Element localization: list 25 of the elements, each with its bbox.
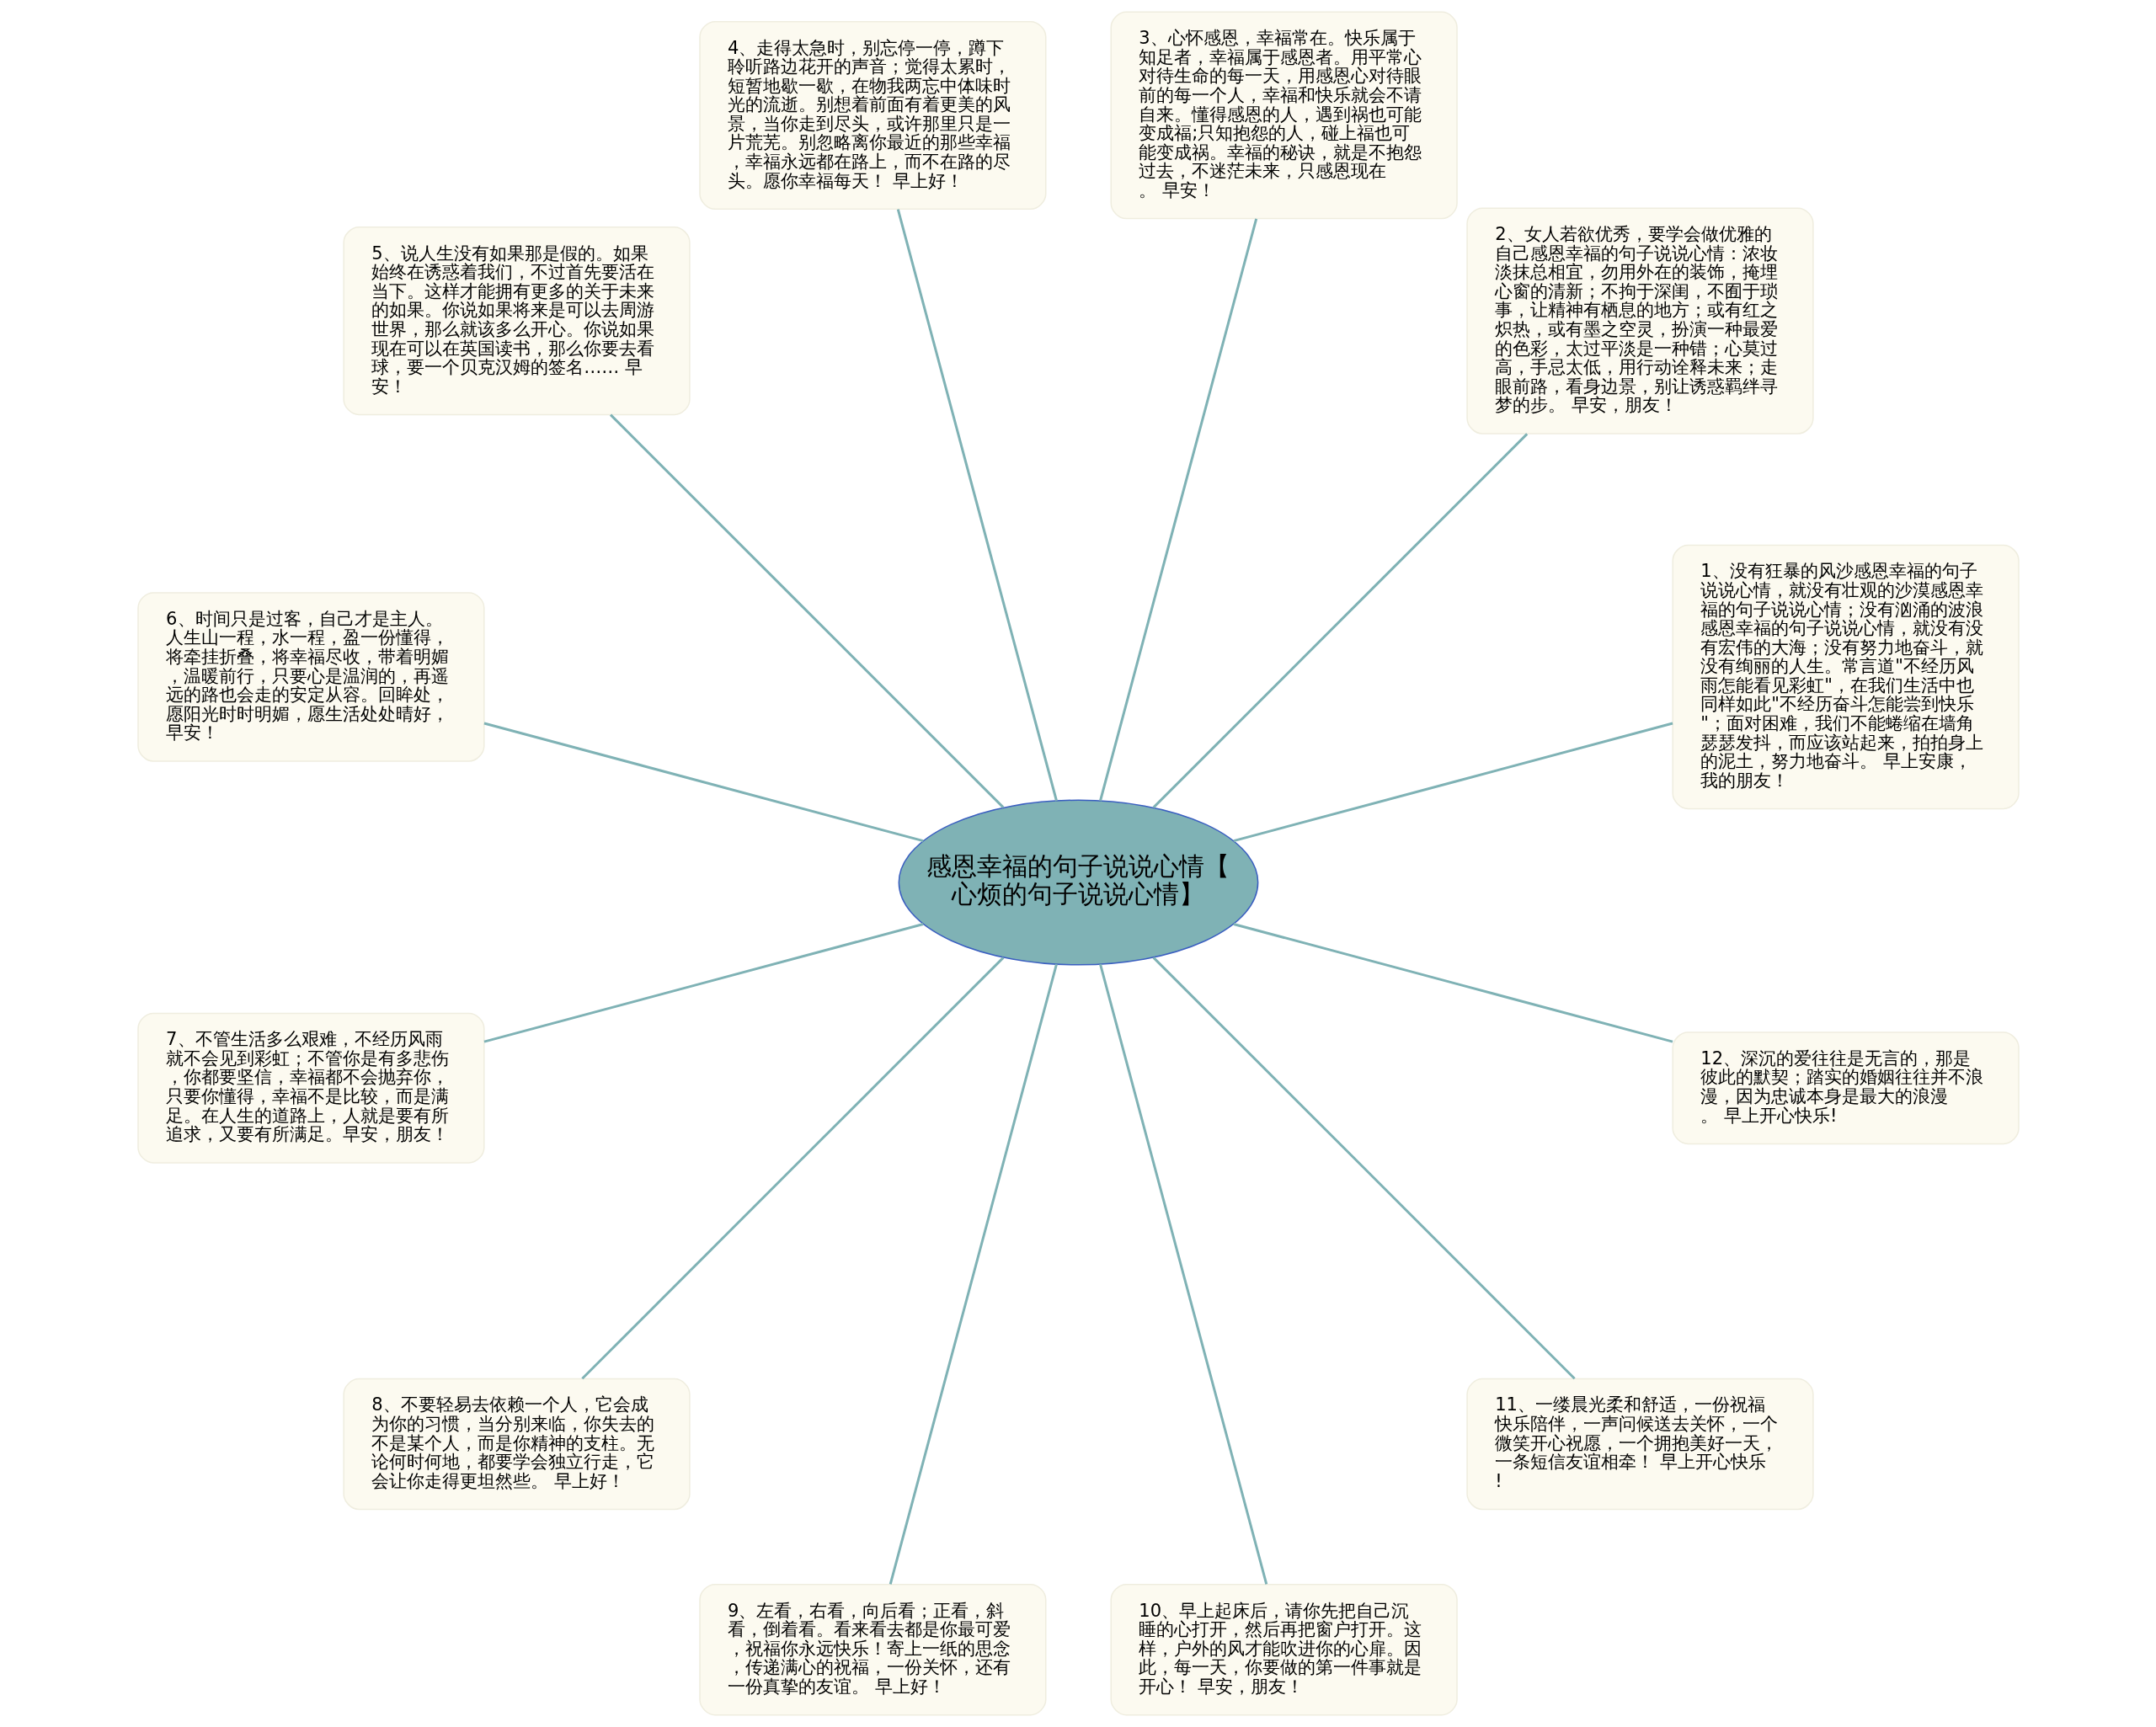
connector: [1233, 722, 1673, 843]
node-box: 6、时间只是过客，自己才是主人。人生山一程，水一程，盈一份懂得，将牵挂折叠，将幸福尽收，带着明媚，温暖前行，只要心是温润的，再遥远的路也会走的安定从容。回眸处，愿阳光时时明媚，愿生活处处晴好，早安！: [136, 592, 485, 762]
node-box: 11、一缕晨光柔和舒适，一份祝福快乐陪伴，一声问候送去关怀，一个微笑开心祝愿，一个拥抱美好一天，一条短信友谊相牵！ 早上开心快乐!: [1465, 1378, 1814, 1511]
node-box: 10、早上起床后，请你先把自己沉睡的心打开，然后再把窗户打开。这样，户外的风才能吹进你的心扉。因此，每一天，你要做的第一件事就是开心！ 早安，朋友！: [1110, 1583, 1458, 1716]
node-box: 7、不管生活多么艰难，不经历风雨就不会见到彩虹；不管你是有多悲伤，你都要坚信，幸福都不会抛弃你，只要你懂得，幸福不是比较，而是满足。在人生的道路上，人就是要有所追求，又要有所满足。早安，朋友！: [136, 1012, 485, 1164]
node-box: 4、走得太急时，别忘停一停，蹲下聆听路边花开的声音；觉得太累时，短暂地歇一歇，在物我两忘中体味时光的流逝。别想着前面有着更美的风景，当你走到尽头，或许那里只是一片荒芜。别忽略离你最近的那些幸福，幸福永远都在路上，而不在路的尽头。愿你幸福每天！ 早上好！: [698, 20, 1046, 211]
connector: [1152, 957, 1576, 1380]
node-box: 1、没有狂暴的风沙感恩幸福的句子说说心情，就没有壮观的沙漠感恩幸福的句子说说心情；没有汹涌的波浪感恩幸福的句子说说心情，就没有没有宏伟的大海；没有努力地奋斗，就没有绚丽的人生。常言道"不经历风雨怎能看见彩虹"，在我们生活中也同样如此"不经历奋斗怎能尝到快乐"；面对困难，我们不能蜷缩在墙角瑟瑟发抖，而应该站起来，拍拍身上的泥土，努力地奋斗。 早上安康，我的朋友！: [1671, 544, 2020, 810]
node-ellipse: 感恩幸福的句子说说心情【心烦的句子说说心情】: [898, 799, 1258, 966]
connector: [1098, 218, 1257, 802]
connector: [483, 722, 923, 843]
node-box: 12、深沉的爱往往是无言的，那是彼此的默契；踏实的婚姻往往并不浪漫，因为忠诚本身是最大的浪漫。 早上开心快乐!: [1671, 1031, 2020, 1145]
connector: [1233, 923, 1673, 1043]
node-box: 2、女人若欲优秀，要学会做优雅的自己感恩幸福的句子说说心情：浓妆淡抹总相宜，勿用外在的装饰，掩埋心窗的清新；不拘于深闺，不囿于琐事，让精神有栖息的地方；或有红之炽热，或有墨之空灵，扮演一种最爱的色彩，太过平淡是一种错；心莫过高，手忌太低，用行动诠释未来；走眼前路，看身边景，别让诱惑羁绊寻梦的步。 早安，朋友！: [1465, 207, 1814, 434]
connector: [580, 957, 1004, 1380]
connector: [483, 923, 923, 1043]
connector: [1098, 963, 1267, 1585]
connector: [889, 963, 1058, 1585]
node-box: 3、心怀感恩，幸福常在。快乐属于知足者，幸福属于感恩者。用平常心对待生命的每一天，用感恩心对待眼前的每一个人，幸福和快乐就会不请自来。懂得感恩的人，遇到祸也可能变成福;只知抱怨的人，碰上福也可能变成祸。幸福的秘诀，就是不抱怨过去，不迷茫未来，只感恩现在。 早安！: [1110, 11, 1458, 220]
node-box: 9、左看，右看，向后看；正看，斜看，倒着看。看来看去都是你最可爱，祝福你永远快乐！寄上一纸的思念，传递满心的祝福，一份关怀，还有一份真挚的友谊。 早上好！: [698, 1583, 1046, 1716]
connector: [896, 209, 1058, 802]
connector: [609, 413, 1004, 808]
connector: [1152, 433, 1528, 808]
node-box: 5、说人生没有如果那是假的。如果始终在诱惑着我们，不过首先要活在当下。这样才能拥有更多的关于未来的如果。你说如果将来是可以去周游世界，那么就该多么开心。你说如果现在可以在英国读书，那么你要去看球，要一个贝克汉姆的签名…… 早安！: [342, 227, 691, 416]
node-box: 8、不要轻易去依赖一个人，它会成为你的习惯，当分别来临，你失去的不是某个人，而是你精神的支柱。无论何时何地，都要学会独立行走，它会让你走得更坦然些。 早上好！: [342, 1378, 691, 1511]
